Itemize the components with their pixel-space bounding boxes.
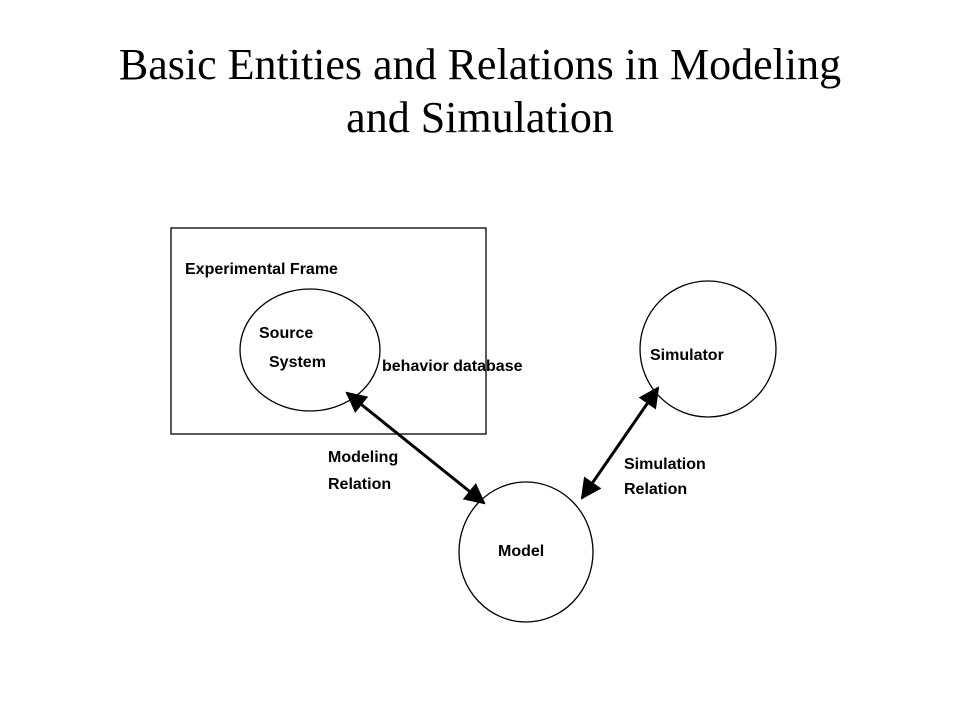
behavior-database-label: behavior database xyxy=(382,358,523,375)
model-label: Model xyxy=(498,543,544,560)
experimental-frame-box xyxy=(170,227,487,435)
modeling-relation-arrow xyxy=(345,391,486,505)
experimental-frame-label: Experimental Frame xyxy=(185,261,338,278)
title-line-2: and Simulation xyxy=(346,93,614,142)
source-system-circle xyxy=(239,288,381,412)
source-system-label-line-1: Source xyxy=(259,325,313,342)
source-system-label-line-2: System xyxy=(269,354,326,371)
simulator-circle xyxy=(639,280,777,418)
title-line-1: Basic Entities and Relations in Modeling xyxy=(118,40,842,89)
simulation-relation-label-line-2: Relation xyxy=(624,481,687,498)
model-circle xyxy=(458,481,594,623)
slide-title: Basic Entities and Relations in Modeling… xyxy=(0,38,960,144)
simulation-relation-arrow xyxy=(580,386,660,500)
modeling-relation-label-line-2: Relation xyxy=(328,476,391,493)
simulation-relation-label-line-1: Simulation xyxy=(624,456,706,473)
modeling-relation-label-line-1: Modeling xyxy=(328,449,398,466)
simulator-label: Simulator xyxy=(650,347,724,364)
